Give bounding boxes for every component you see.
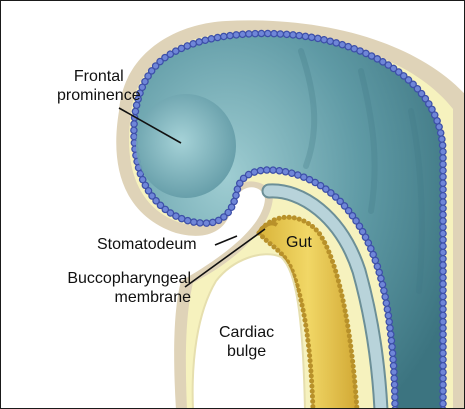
brain-fold (408, 108, 425, 294)
leader-buccopharyngeal-membrane (184, 228, 266, 288)
label-stomatodeum: Stomatodeum (97, 235, 197, 254)
label-stomatodeum-text: Stomatodeum (97, 236, 197, 253)
gut-tube-edge (256, 230, 316, 408)
buccopharyngeal-membrane (257, 221, 279, 235)
label-cardiac-bulge: Cardiac bulge (219, 323, 274, 361)
cardiac-bulge-outline (191, 253, 306, 408)
label-cardiac-bulge-line1: Cardiac (219, 324, 275, 341)
gut-tube-edge (256, 214, 360, 408)
label-buccopharyngeal-membrane: Buccopharyngeal membrane (41, 269, 191, 307)
frontal-prominence-bulge (136, 94, 236, 198)
label-gut-text: Gut (286, 234, 312, 251)
label-frontal-prominence: Frontal prominence (57, 67, 141, 105)
label-frontal-prominence-line2: prominence (57, 87, 141, 104)
label-frontal-prominence-line1: Frontal (73, 68, 124, 85)
cardiac-bulge-region (192, 254, 305, 408)
ectoderm-dots (131, 31, 446, 408)
notochord-core (263, 185, 387, 408)
label-buccopharyngeal-line1: Buccopharyngeal (67, 270, 191, 287)
leader-frontal-prominence (118, 107, 182, 144)
label-gut: Gut (286, 233, 312, 252)
leader-stomatodeum (214, 235, 238, 246)
label-cardiac-bulge-line2: bulge (226, 343, 267, 360)
label-buccopharyngeal-line2: membrane (114, 289, 191, 306)
brain-fold (358, 68, 378, 214)
brain-fold (298, 48, 318, 169)
